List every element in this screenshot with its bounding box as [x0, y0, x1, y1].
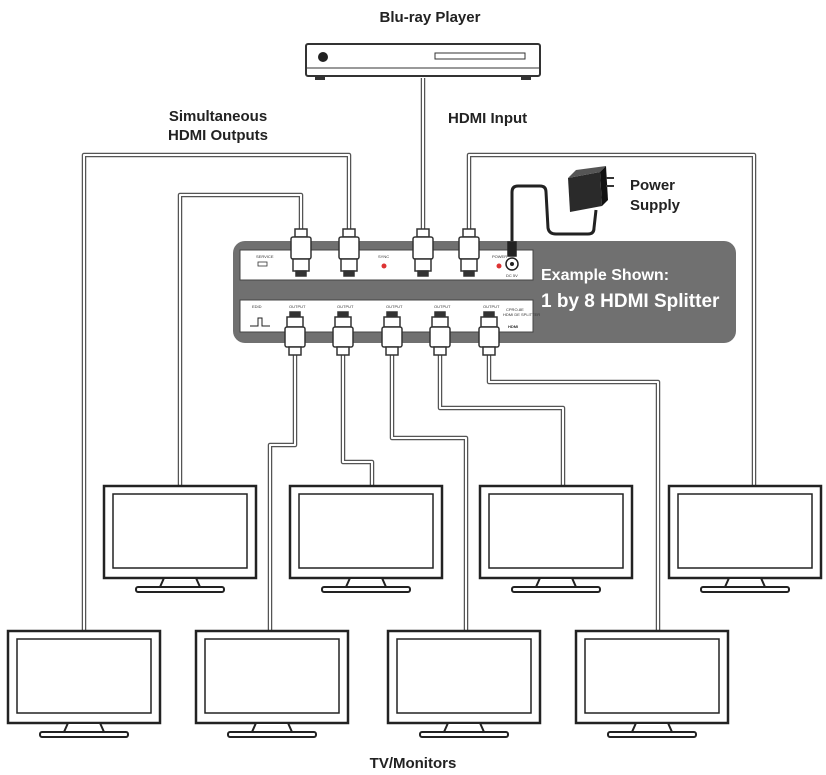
splitter-input-panel: [239, 249, 534, 281]
monitor-row1-3: [478, 484, 634, 594]
bottom-hdmi-connectors: [284, 311, 500, 356]
power-supply-label-line2: Supply: [630, 197, 681, 214]
hdmi-cables: [81, 78, 757, 662]
output-label-5: OUTPUT: [483, 304, 500, 309]
monitor-row2-1: [6, 629, 162, 739]
hdmi-connector-input: [412, 228, 434, 277]
example-shown-label: Example Shown:: [541, 267, 669, 284]
monitor-row1-4: [667, 484, 823, 594]
output-label-1: OUTPUT: [289, 304, 306, 309]
monitor-row1-1: [102, 484, 258, 594]
power-cable: [510, 184, 598, 250]
dc-label: DC 5V: [506, 273, 518, 278]
monitor-row2-4: [574, 629, 730, 739]
output-label-4: OUTPUT: [434, 304, 451, 309]
blu-ray-player-label: Blu-ray Player: [380, 9, 481, 26]
monitor-row1-2: [288, 484, 444, 594]
power-supply-label-line1: Power: [630, 177, 675, 194]
hdmi-connector-top-2: [338, 228, 360, 277]
power-led: [496, 263, 502, 269]
monitor-row2-3: [386, 629, 542, 739]
outputs-label-line2: HDMI Outputs: [168, 127, 268, 144]
power-adapter: [568, 166, 614, 212]
model-label-line1: CPRO-8E: [506, 307, 524, 312]
hdmi-connector-top-1: [290, 228, 312, 277]
splitter-model-label: 1 by 8 HDMI Splitter: [541, 291, 720, 312]
tv-monitors-label: TV/Monitors: [370, 755, 457, 772]
model-label-line2: HDMI DE SPLITTER: [503, 312, 540, 317]
output-label-3: OUTPUT: [386, 304, 403, 309]
service-port-label: SERVICE: [256, 254, 274, 259]
edid-switch: [250, 317, 270, 327]
sync-label: SYNC: [378, 254, 389, 259]
hdmi-connector-bottom-2: [332, 311, 354, 356]
service-port: [257, 261, 268, 267]
hdmi-connector-bottom-1: [284, 311, 306, 356]
hdmi-connector-top-3: [458, 228, 480, 277]
outputs-label-line1: Simultaneous: [169, 108, 267, 125]
top-hdmi-connectors: [290, 228, 517, 277]
sync-led: [381, 263, 387, 269]
hdmi-connector-bottom-3: [381, 311, 403, 356]
monitor-row2-2: [194, 629, 350, 739]
hdmi-connector-bottom-5: [478, 311, 500, 356]
edid-label: EDID: [252, 304, 262, 309]
hdmi-logo: HDMI: [508, 324, 518, 329]
blu-ray-player: [305, 43, 541, 80]
hdmi-input-label: HDMI Input: [448, 110, 527, 127]
hdmi-connector-bottom-4: [429, 311, 451, 356]
power-plug: [507, 241, 517, 257]
output-label-2: OUTPUT: [337, 304, 354, 309]
power-label-text: POWER: [492, 254, 507, 259]
